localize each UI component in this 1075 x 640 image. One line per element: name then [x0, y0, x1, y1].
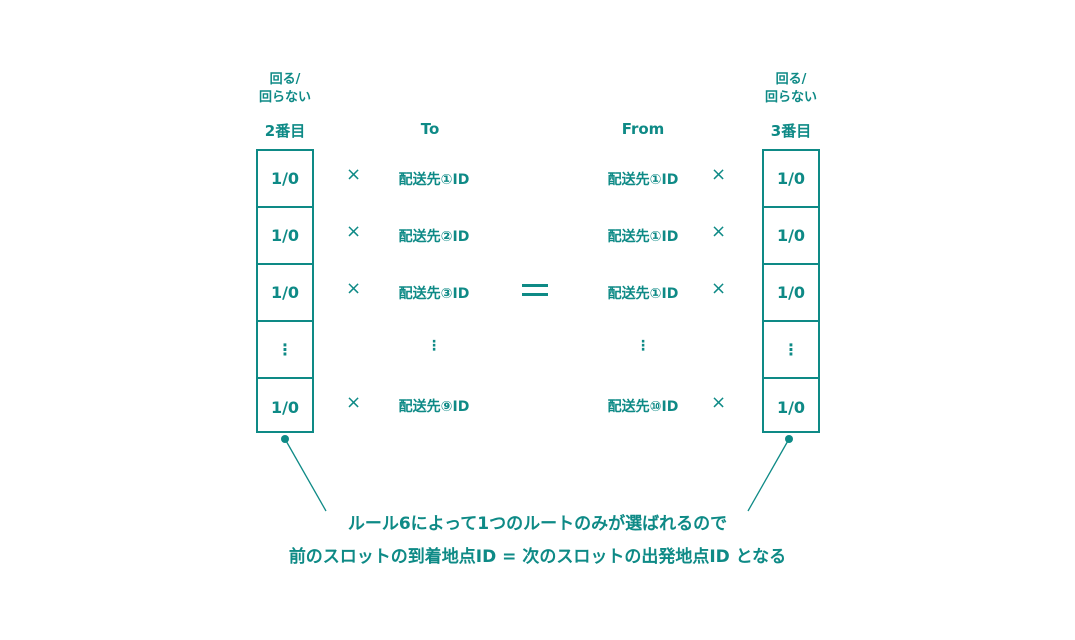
times-sign: × — [346, 221, 362, 242]
to-item: ⋮ — [427, 338, 441, 354]
right-slot-column: 1/0 1/0 1/0 ⋮ 1/0 — [762, 149, 820, 433]
from-item: ⋮ — [636, 338, 650, 354]
note-line-2: 前のスロットの到着地点ID = 次のスロットの出発地点ID となる — [288, 547, 787, 567]
times-sign: × — [711, 221, 727, 242]
times-sign: × — [711, 278, 727, 299]
left-slot-cell: 1/0 — [258, 208, 312, 265]
right-slot-cell: 1/0 — [764, 151, 818, 208]
left-pointer-line — [284, 438, 327, 512]
left-caption-line2: 回らない — [258, 90, 311, 105]
note-line-1: ルール6によって1つのルートのみが選ばれるので — [347, 514, 728, 534]
left-slot-column: 1/0 1/0 1/0 ⋮ 1/0 — [256, 149, 314, 433]
right-slot-cell: 1/0 — [776, 398, 806, 417]
right-slot-cell: 1/0 — [764, 265, 818, 322]
from-item: 配送先①ID — [607, 286, 679, 302]
right-caption-line2: 回らない — [764, 90, 817, 105]
equals-sign-top-bar — [522, 284, 548, 287]
times-sign: × — [711, 164, 727, 185]
to-item: 配送先②ID — [398, 229, 470, 245]
right-pointer-line — [747, 438, 790, 512]
equals-sign-bottom-bar — [522, 293, 548, 296]
to-item: 配送先⑨ID — [398, 399, 470, 415]
right-slot-cell: ⋮ — [764, 322, 818, 379]
times-sign: × — [711, 392, 727, 413]
left-slot-cell: 1/0 — [258, 151, 312, 208]
right-slot-cell: 1/0 — [764, 208, 818, 265]
left-caption-line1: 回る/ — [269, 72, 301, 87]
right-caption-line1: 回る/ — [775, 72, 807, 87]
times-sign: × — [346, 164, 362, 185]
to-item: 配送先③ID — [398, 286, 470, 302]
from-item: 配送先①ID — [607, 172, 679, 188]
left-slot-cell: 1/0 — [258, 265, 312, 322]
to-header: To — [420, 120, 440, 138]
to-item: 配送先①ID — [398, 172, 470, 188]
left-column-header: 2番目 — [264, 122, 306, 140]
from-header: From — [621, 120, 665, 138]
from-item: 配送先⑩ID — [607, 399, 679, 415]
times-sign: × — [346, 278, 362, 299]
left-slot-cell: ⋮ — [258, 322, 312, 379]
times-sign: × — [346, 392, 362, 413]
left-slot-cell: 1/0 — [270, 398, 300, 417]
right-column-header: 3番目 — [770, 122, 812, 140]
from-item: 配送先①ID — [607, 229, 679, 245]
